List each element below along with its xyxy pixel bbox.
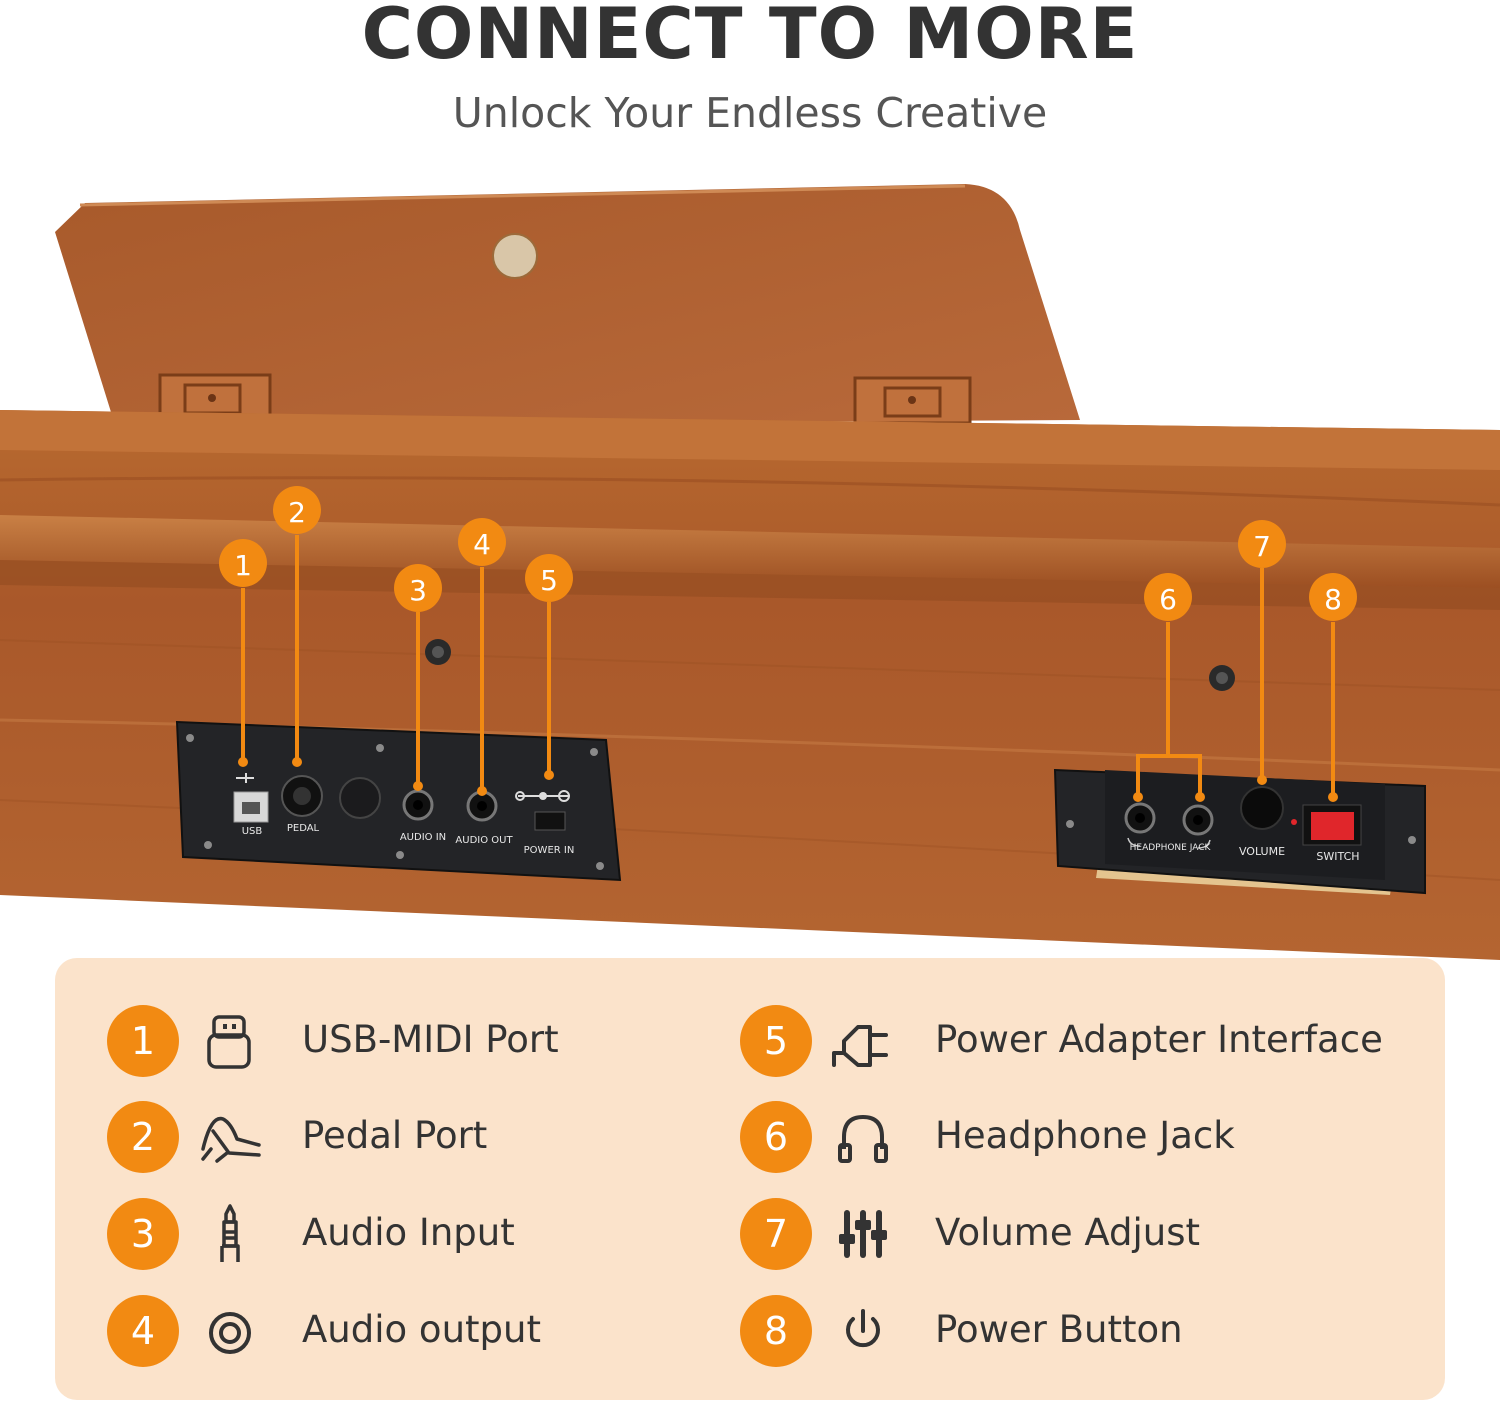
power-in-label: POWER IN <box>524 845 575 856</box>
legend-label: Audio Input <box>302 1211 515 1254</box>
callout-badge-2: 2 <box>273 486 321 534</box>
connector-legend: 1 USB-MIDI Port 2 Pedal Port 3 <box>55 958 1445 1400</box>
callout-badge-3: 3 <box>394 564 442 612</box>
pedal-port[interactable] <box>281 775 323 817</box>
callout-badge-5: 5 <box>525 554 573 602</box>
legend-number: 2 <box>107 1101 179 1173</box>
legend-number: 6 <box>740 1101 812 1173</box>
connector-panel-left: USB PEDAL AUDIO IN AUDIO OUT POWER IN <box>175 720 622 882</box>
headphone-jack-2[interactable] <box>1182 804 1214 836</box>
volume-label: VOLUME <box>1239 845 1285 858</box>
svg-text:7: 7 <box>1253 530 1271 563</box>
sliders-icon <box>830 1204 896 1264</box>
svg-text:1: 1 <box>234 549 252 582</box>
legend-number: 7 <box>740 1198 812 1270</box>
legend-label: Power Button <box>935 1308 1183 1351</box>
power-in-jack[interactable] <box>515 790 570 831</box>
audio-plug-icon <box>197 1204 263 1264</box>
legend-label: Volume Adjust <box>935 1211 1201 1254</box>
music-stand <box>55 184 1080 425</box>
legend-number: 8 <box>740 1295 812 1367</box>
legend-number: 5 <box>740 1005 812 1077</box>
usb-label: USB <box>242 826 263 837</box>
piano-rear-photo: USB PEDAL AUDIO IN AUDIO OUT POWER IN HE… <box>0 184 1500 960</box>
audio-in-label: AUDIO IN <box>400 832 446 843</box>
svg-text:6: 6 <box>1159 583 1177 616</box>
stand-hinge-right <box>853 376 972 425</box>
svg-text:8: 8 <box>1324 583 1342 616</box>
legend-label: Pedal Port <box>302 1114 488 1157</box>
svg-text:4: 4 <box>473 528 491 561</box>
legend-label: Headphone Jack <box>935 1114 1235 1157</box>
legend-label: Audio output <box>302 1308 541 1351</box>
legend-number: 3 <box>107 1198 179 1270</box>
legend-label: Power Adapter Interface <box>935 1018 1383 1061</box>
legend-number: 4 <box>107 1295 179 1367</box>
usb-port[interactable] <box>233 773 269 823</box>
svg-text:3: 3 <box>409 574 427 607</box>
callout-leader-lines <box>241 535 1335 798</box>
pedal-label: PEDAL <box>287 823 320 834</box>
connector-panel-right: HEADPHONE JACK VOLUME SWITCH <box>1053 768 1426 895</box>
volume-knob[interactable] <box>1240 786 1284 830</box>
page-title: CONNECT TO MORE <box>361 0 1139 75</box>
headphone-jack-1[interactable] <box>1124 802 1156 834</box>
pedal-icon <box>197 1107 263 1167</box>
callout-badge-4: 4 <box>458 518 506 566</box>
power-plug-icon <box>830 1011 896 1071</box>
page-subtitle: Unlock Your Endless Creative <box>452 89 1048 137</box>
callout-badge-1: 1 <box>219 539 267 587</box>
headphone-jack-label: HEADPHONE JACK <box>1130 843 1212 853</box>
callout-badge-7: 7 <box>1238 520 1286 568</box>
callout-badge-8: 8 <box>1309 573 1357 621</box>
audio-out-jack[interactable] <box>466 790 498 822</box>
audio-out-label: AUDIO OUT <box>455 835 513 846</box>
power-icon <box>830 1301 896 1361</box>
audio-output-icon <box>197 1301 263 1361</box>
legend-label: USB-MIDI Port <box>302 1018 559 1061</box>
svg-text:5: 5 <box>540 564 558 597</box>
usb-drive-icon <box>197 1011 263 1071</box>
power-switch[interactable] <box>1302 804 1362 846</box>
switch-label: SWITCH <box>1316 850 1359 863</box>
headphones-icon <box>830 1107 896 1167</box>
svg-text:2: 2 <box>288 496 306 529</box>
audio-in-jack[interactable] <box>402 789 434 821</box>
legend-number: 1 <box>107 1005 179 1077</box>
callout-badge-6: 6 <box>1144 573 1192 621</box>
callout-points <box>238 757 1338 802</box>
